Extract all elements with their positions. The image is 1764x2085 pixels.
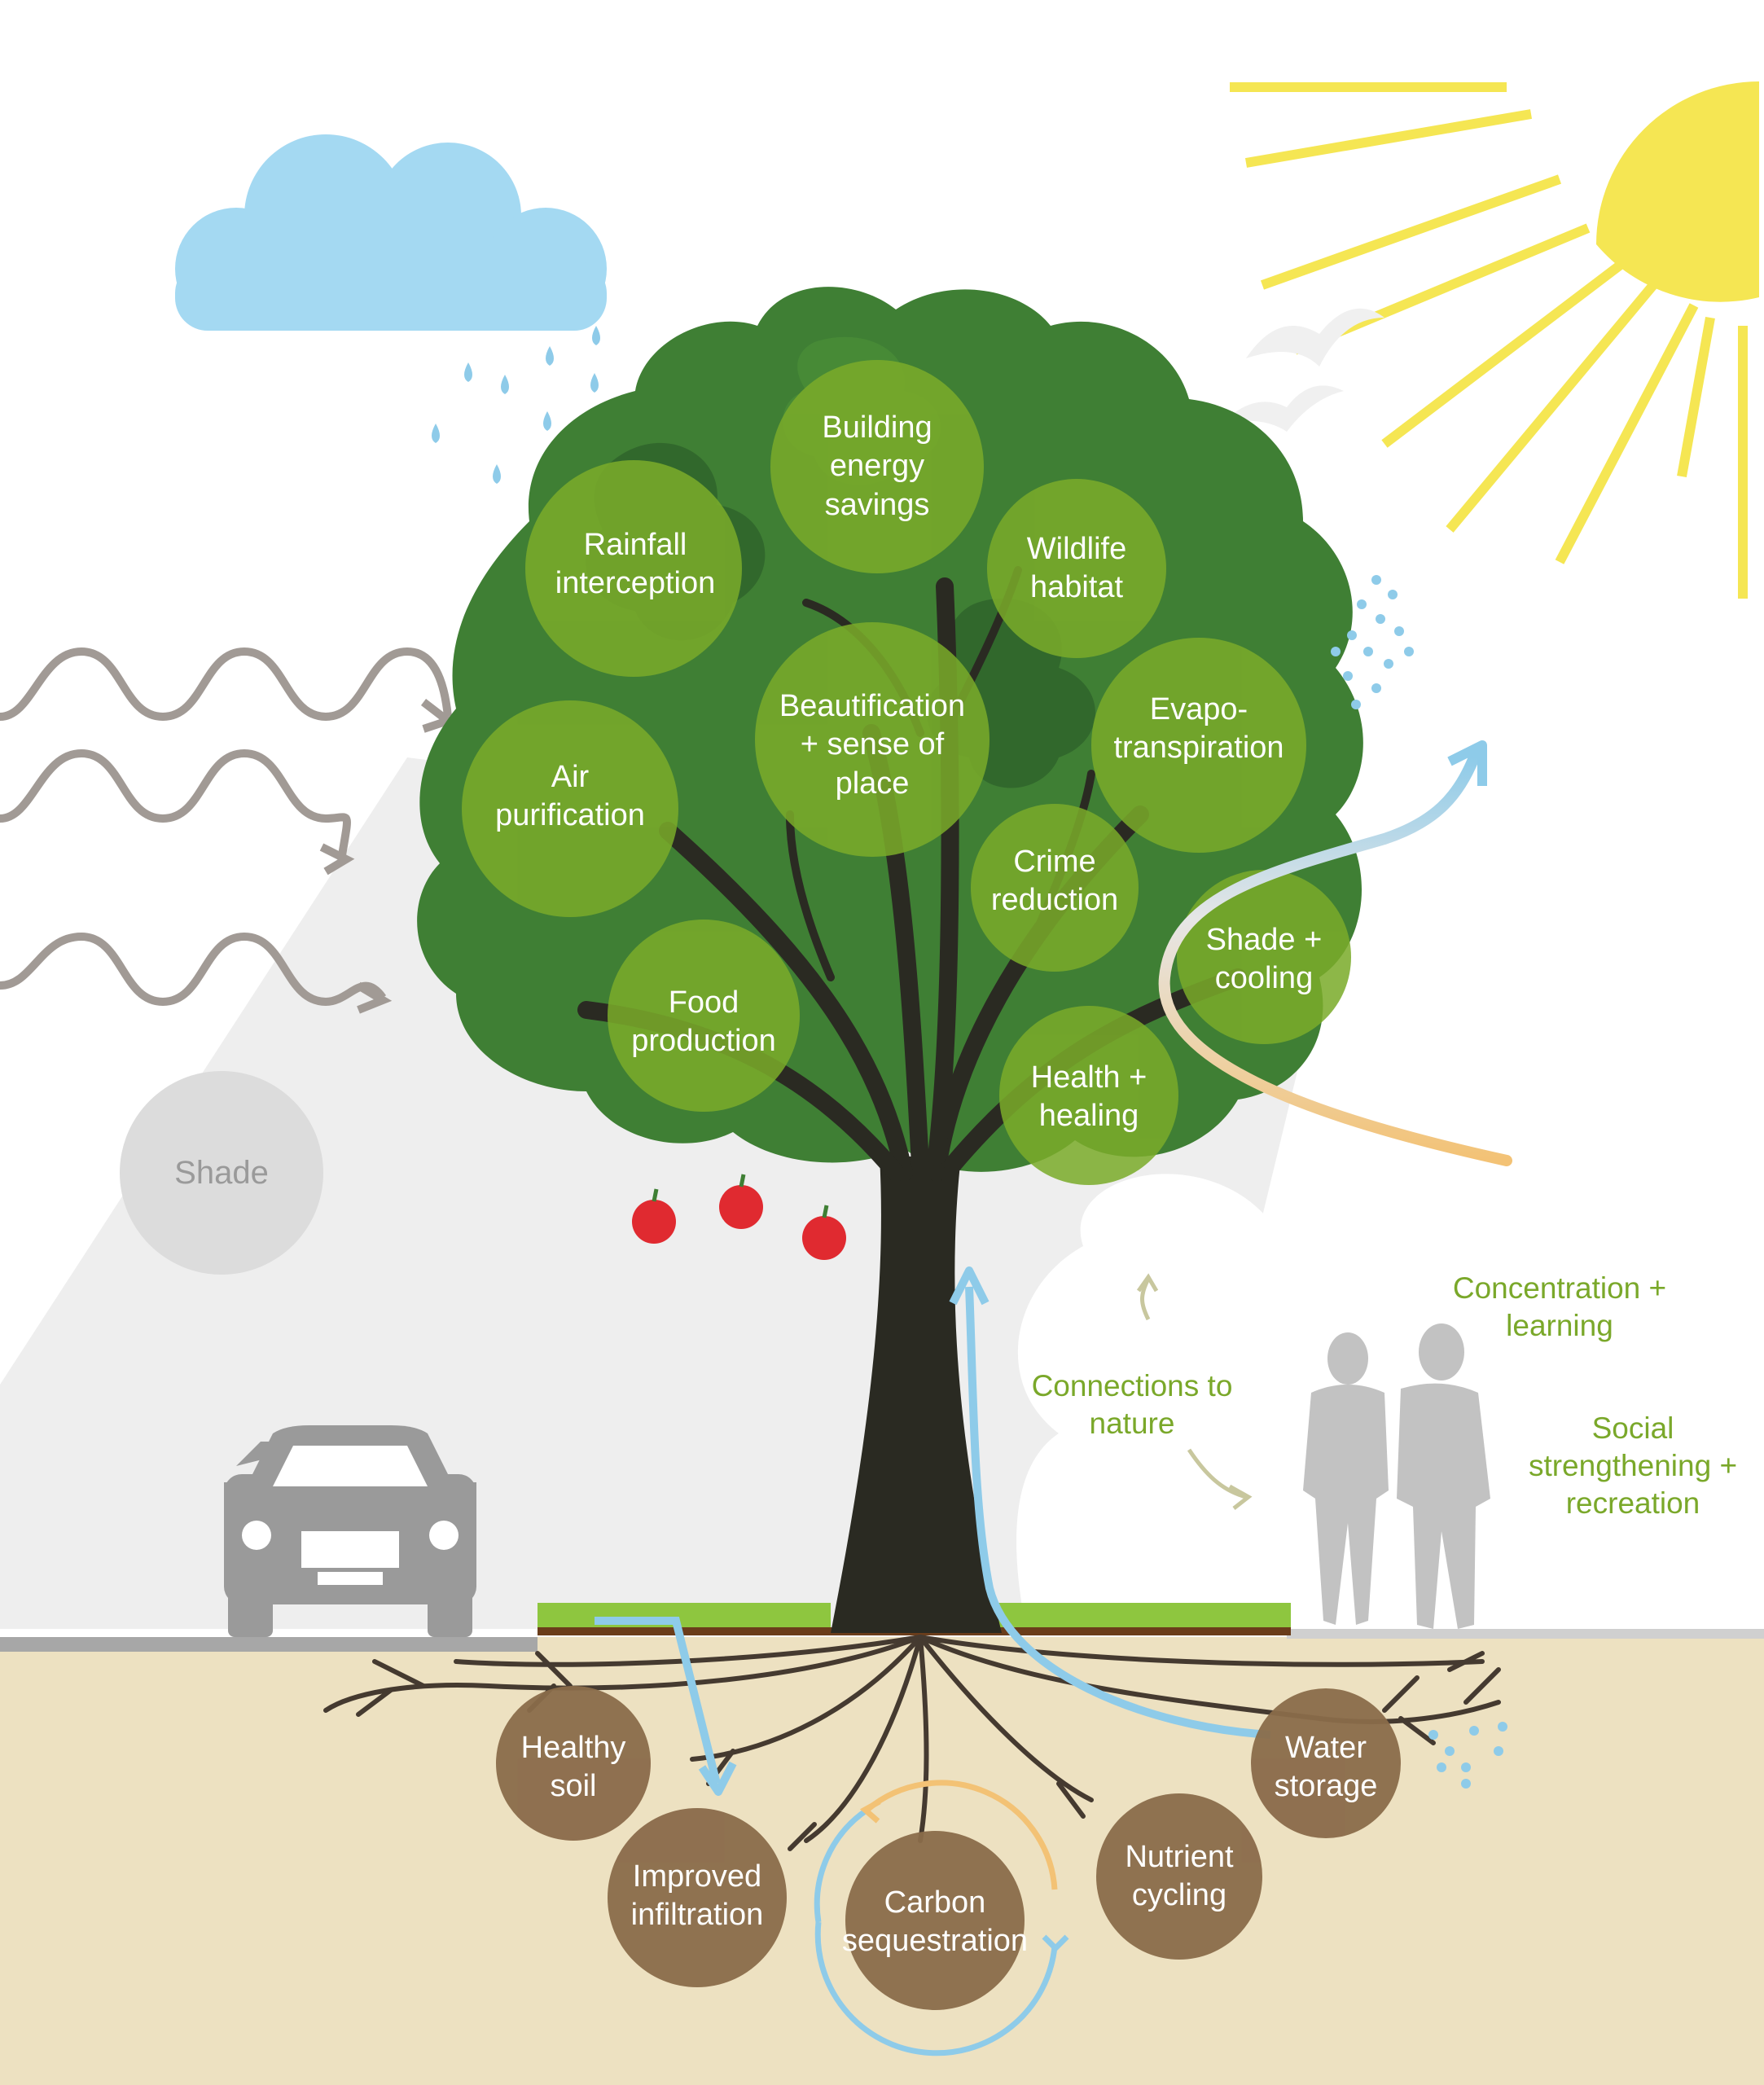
infiltration-arrow-head — [698, 1761, 737, 1796]
water-uptake-arrow-head — [949, 1266, 990, 1306]
people-icon — [1303, 1323, 1490, 1629]
social-label-social-strengthening: Social strengthening + recreation — [1528, 1411, 1738, 1521]
canopy-label-crime-reduction: Crime reduction — [990, 844, 1119, 918]
infiltration-arrow — [595, 1617, 721, 1785]
car-icon — [224, 1425, 476, 1637]
canopy-benefit-circle — [1177, 870, 1351, 1044]
root-label-nutrient-cycling: Nutrient cycling — [1125, 1839, 1234, 1913]
canopy-benefit-circle — [608, 920, 800, 1112]
canopy-label-food-production: Food production — [631, 985, 776, 1059]
root-label-carbon-sequestration: Carbon sequestration — [841, 1885, 1029, 1959]
canopy-benefit-circle — [999, 1006, 1178, 1185]
canopy-label-rainfall: Rainfall interception — [555, 527, 716, 601]
root-benefit-circle — [608, 1808, 787, 1987]
connection-arrows — [1136, 1273, 1253, 1510]
grass-strip — [538, 1603, 1291, 1631]
canopy-benefit-circle — [755, 622, 990, 857]
root-benefit-circle — [1251, 1688, 1401, 1838]
water-dots — [1428, 1722, 1507, 1789]
canopy-label-wildlife: Wildlife habitat — [1026, 531, 1127, 605]
canopy-label-shade-cooling: Shade + cooling — [1205, 922, 1323, 996]
roots — [323, 1635, 1501, 1851]
wind-waves — [0, 647, 452, 1014]
sidewalk-line — [1287, 1629, 1764, 1639]
road-line — [0, 1637, 538, 1652]
canopy-benefit-circle — [971, 804, 1139, 972]
canopy-benefit-circles — [462, 360, 1351, 1185]
root-benefit-circle — [845, 1831, 1025, 2010]
cloud-icon — [175, 134, 607, 331]
shade-label: Shade — [174, 1155, 269, 1191]
canopy-benefit-circle — [770, 360, 984, 573]
canopy-benefit-circle — [1091, 638, 1306, 853]
vapour-dots — [1331, 575, 1414, 709]
root-label-improved-infiltration: Improved infiltration — [630, 1859, 764, 1933]
carbon-cycle-ring — [814, 1780, 1069, 2056]
root-benefit-circle — [1096, 1793, 1262, 1960]
canopy-label-evapotranspiration: Evapo- transpiration — [1113, 691, 1284, 766]
canopy-label-beautification: Beautification + sense of place — [779, 688, 966, 801]
root-label-water-storage: Water storage — [1274, 1730, 1378, 1804]
canopy-label-health-healing: Health + healing — [1030, 1060, 1147, 1134]
root-label-healthy-soil: Healthy soil — [520, 1730, 626, 1804]
cooling-arrow — [1158, 752, 1512, 1166]
canopy-benefit-circle — [987, 479, 1166, 658]
canopy-label-building-energy: Building energy savings — [822, 410, 932, 522]
root-benefit-circles — [496, 1686, 1401, 2010]
bird-icon — [1222, 308, 1384, 432]
cooling-arrow-head — [1447, 740, 1487, 786]
canopy-label-air-purification: Air purification — [495, 759, 645, 833]
shade-circle — [120, 1071, 323, 1275]
rain-drops — [432, 326, 600, 484]
canopy-benefit-circle — [462, 700, 678, 917]
water-uptake-arrow — [965, 1286, 1271, 1739]
canopy-benefit-circle — [525, 460, 742, 677]
apple-icon — [632, 1174, 846, 1260]
social-bubble — [1016, 1174, 1270, 1629]
root-benefit-circle — [496, 1686, 651, 1841]
social-label-concentration: Concentration + learning — [1452, 1271, 1667, 1342]
social-label-connections: Connections to nature — [1031, 1368, 1233, 1440]
